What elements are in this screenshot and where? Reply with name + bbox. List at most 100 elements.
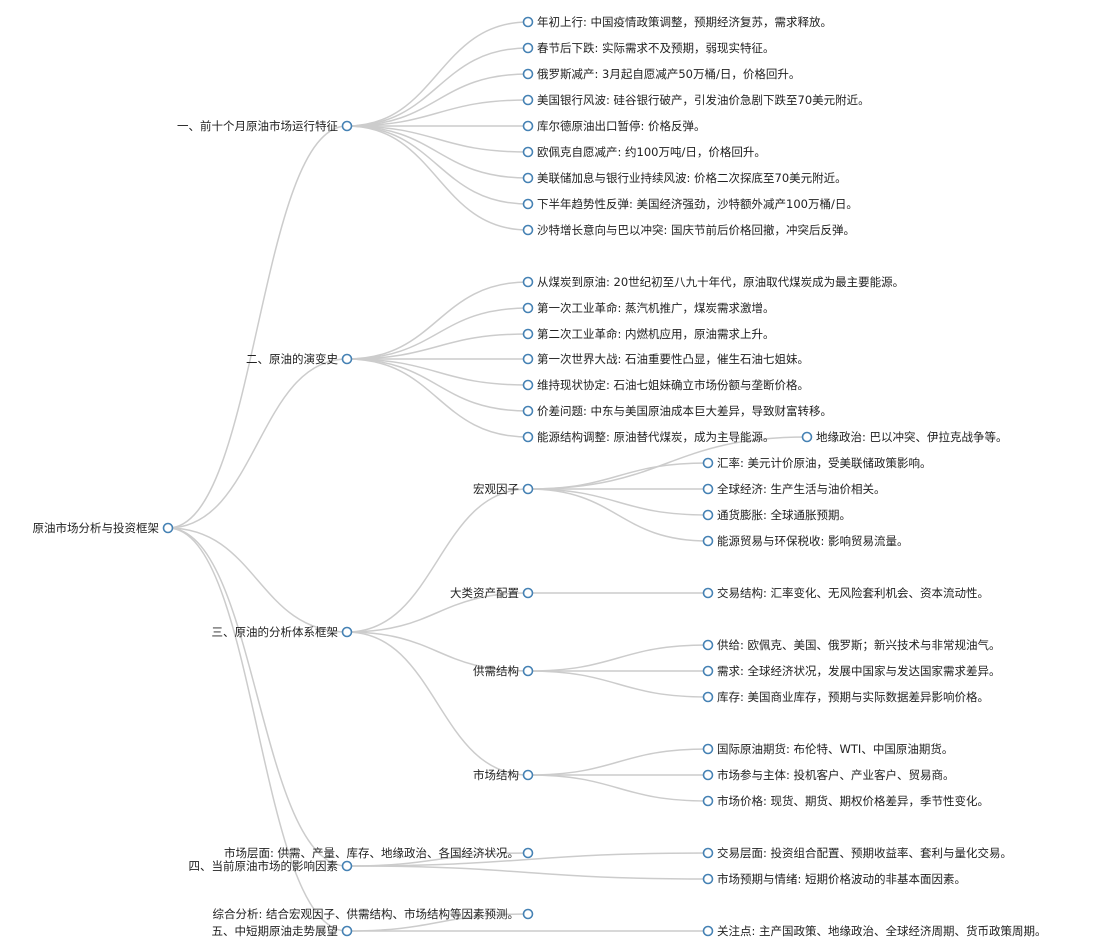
mindmap-links bbox=[167, 21, 808, 932]
leaf-node-2-4-dot[interactable] bbox=[522, 353, 534, 365]
leaf-node-2-3-dot[interactable] bbox=[522, 328, 534, 340]
leaf-node-3-3-1-dot[interactable] bbox=[702, 639, 714, 651]
branch-node-4[interactable]: 四、当前原油市场的影响因素 bbox=[189, 859, 353, 873]
leaf-node-2-5-dot[interactable] bbox=[522, 379, 534, 391]
leaf-node-4-3-dot[interactable] bbox=[702, 873, 714, 885]
leaf-node-2-5[interactable]: 维持现状协定: 石油七姐妹确立市场份额与垄断价格。 bbox=[522, 378, 810, 392]
leaf-node-1-1-label: 年初上行: 中国疫情政策调整，预期经济复苏，需求释放。 bbox=[537, 15, 832, 29]
branch-node-3-dot[interactable] bbox=[341, 626, 353, 638]
sub-node-3-2[interactable]: 大类资产配置 bbox=[450, 586, 534, 600]
link-branch-2-leaf-7 bbox=[346, 358, 529, 438]
leaf-node-5-2-dot[interactable] bbox=[702, 925, 714, 937]
leaf-node-4-1-label: 市场层面: 供需、产量、库存、地缘政治、各国经济状况。 bbox=[224, 846, 519, 860]
leaf-node-3-1-2-dot[interactable] bbox=[702, 457, 714, 469]
leaf-node-2-4[interactable]: 第一次世界大战: 石油重要性凸显，催生石油七姐妹。 bbox=[522, 352, 810, 366]
leaf-node-1-5[interactable]: 库尔德原油出口暂停: 价格反弹。 bbox=[522, 119, 706, 133]
leaf-node-3-1-1[interactable]: 地缘政治: 巴以冲突、伊拉克战争等。 bbox=[801, 430, 1008, 444]
branch-node-5[interactable]: 五、中短期原油走势展望 bbox=[212, 924, 353, 938]
leaf-node-4-3[interactable]: 市场预期与情绪: 短期价格波动的非基本面因素。 bbox=[702, 872, 967, 886]
sub-node-3-1[interactable]: 宏观因子 bbox=[473, 482, 534, 496]
link-branch-2-leaf-6 bbox=[346, 358, 529, 412]
leaf-node-2-3[interactable]: 第二次工业革命: 内燃机应用，原油需求上升。 bbox=[522, 327, 775, 341]
leaf-node-4-2-label: 交易层面: 投资组合配置、预期收益率、套利与量化交易。 bbox=[717, 846, 1012, 860]
sub-node-3-4[interactable]: 市场结构 bbox=[473, 768, 534, 782]
root-node-dot[interactable] bbox=[162, 522, 174, 534]
branch-node-3[interactable]: 三、原油的分析体系框架 bbox=[212, 625, 353, 639]
leaf-node-3-2-1-dot[interactable] bbox=[702, 587, 714, 599]
leaf-node-3-4-2-dot[interactable] bbox=[702, 769, 714, 781]
leaf-node-2-1-dot[interactable] bbox=[522, 276, 534, 288]
branch-node-5-label: 五、中短期原油走势展望 bbox=[212, 924, 339, 938]
leaf-node-2-7[interactable]: 能源结构调整: 原油替代煤炭，成为主导能源。 bbox=[522, 430, 775, 444]
branch-node-4-dot[interactable] bbox=[341, 860, 353, 872]
leaf-node-2-7-dot[interactable] bbox=[522, 431, 534, 443]
leaf-node-1-7[interactable]: 美联储加息与银行业持续风波: 价格二次探底至70美元附近。 bbox=[522, 171, 847, 185]
leaf-node-1-1-dot[interactable] bbox=[522, 16, 534, 28]
leaf-node-3-4-1[interactable]: 国际原油期货: 布伦特、WTI、中国原油期货。 bbox=[702, 742, 954, 756]
leaf-node-3-1-4-label: 通货膨胀: 全球通胀预期。 bbox=[717, 508, 851, 522]
leaf-node-3-3-3-dot[interactable] bbox=[702, 691, 714, 703]
link-root-to-branch-3 bbox=[167, 527, 348, 633]
leaf-node-1-6-dot[interactable] bbox=[522, 146, 534, 158]
leaf-node-1-6[interactable]: 欧佩克自愿减产: 约100万吨/日，价格回升。 bbox=[522, 145, 766, 159]
leaf-node-2-6[interactable]: 价差问题: 中东与美国原油成本巨大差异，导致财富转移。 bbox=[522, 404, 833, 418]
leaf-node-3-1-3-dot[interactable] bbox=[702, 483, 714, 495]
leaf-node-1-3-dot[interactable] bbox=[522, 68, 534, 80]
leaf-node-1-4[interactable]: 美国银行风波: 硅谷银行破产，引发油价急剧下跌至70美元附近。 bbox=[522, 93, 870, 107]
leaf-node-1-9[interactable]: 沙特增长意向与巴以冲突: 国庆节前后价格回撤，冲突后反弹。 bbox=[522, 223, 856, 237]
leaf-node-3-3-2-dot[interactable] bbox=[702, 665, 714, 677]
leaf-node-1-2[interactable]: 春节后下跌: 实际需求不及预期，弱现实特征。 bbox=[522, 41, 775, 55]
sub-node-3-3[interactable]: 供需结构 bbox=[473, 664, 534, 678]
leaf-node-1-4-dot[interactable] bbox=[522, 94, 534, 106]
leaf-node-4-2-dot[interactable] bbox=[702, 847, 714, 859]
branch-node-5-dot[interactable] bbox=[341, 925, 353, 937]
leaf-node-1-2-dot[interactable] bbox=[522, 42, 534, 54]
leaf-node-1-8-dot[interactable] bbox=[522, 198, 534, 210]
leaf-node-1-9-dot[interactable] bbox=[522, 224, 534, 236]
leaf-node-3-3-1[interactable]: 供给: 欧佩克、美国、俄罗斯；新兴技术与非常规油气。 bbox=[702, 638, 1001, 652]
root-node[interactable]: 原油市场分析与投资框架 bbox=[33, 521, 174, 535]
leaf-node-3-1-5[interactable]: 能源贸易与环保税收: 影响贸易流量。 bbox=[702, 534, 909, 548]
leaf-node-1-8[interactable]: 下半年趋势性反弹: 美国经济强劲，沙特额外减产100万桶/日。 bbox=[522, 197, 858, 211]
leaf-node-2-6-dot[interactable] bbox=[522, 405, 534, 417]
sub-node-3-1-dot[interactable] bbox=[522, 483, 534, 495]
link-sub-3-4-leaf-1 bbox=[527, 748, 709, 776]
leaf-node-3-2-1[interactable]: 交易结构: 汇率变化、无风险套利机会、资本流动性。 bbox=[702, 586, 990, 600]
leaf-node-3-4-3[interactable]: 市场价格: 现货、期货、期权价格差异，季节性变化。 bbox=[702, 794, 990, 808]
leaf-node-3-1-4-dot[interactable] bbox=[702, 509, 714, 521]
branch-node-2-dot[interactable] bbox=[341, 353, 353, 365]
leaf-node-5-1-label: 综合分析: 结合宏观因子、供需结构、市场结构等因素预测。 bbox=[212, 907, 519, 921]
leaf-node-5-1[interactable]: 综合分析: 结合宏观因子、供需结构、市场结构等因素预测。 bbox=[212, 907, 534, 921]
link-sub-3-1-leaf-2 bbox=[527, 462, 709, 490]
sub-node-3-4-dot[interactable] bbox=[522, 769, 534, 781]
branch-node-1-dot[interactable] bbox=[341, 120, 353, 132]
leaf-node-1-7-dot[interactable] bbox=[522, 172, 534, 184]
leaf-node-4-1[interactable]: 市场层面: 供需、产量、库存、地缘政治、各国经济状况。 bbox=[224, 846, 534, 860]
leaf-node-3-4-3-dot[interactable] bbox=[702, 795, 714, 807]
leaf-node-3-4-1-dot[interactable] bbox=[702, 743, 714, 755]
leaf-node-3-3-3[interactable]: 库存: 美国商业库存，预期与实际数据差异影响价格。 bbox=[702, 690, 990, 704]
leaf-node-2-2-label: 第一次工业革命: 蒸汽机推广，煤炭需求激增。 bbox=[537, 301, 775, 315]
branch-node-1[interactable]: 一、前十个月原油市场运行特征 bbox=[177, 119, 353, 133]
leaf-node-1-3[interactable]: 俄罗斯减产: 3月起自愿减产50万桶/日，价格回升。 bbox=[522, 67, 801, 81]
leaf-node-2-2-dot[interactable] bbox=[522, 302, 534, 314]
leaf-node-2-2[interactable]: 第一次工业革命: 蒸汽机推广，煤炭需求激增。 bbox=[522, 301, 775, 315]
branch-node-2[interactable]: 二、原油的演变史 bbox=[246, 352, 353, 366]
leaf-node-3-1-1-dot[interactable] bbox=[801, 431, 813, 443]
leaf-node-1-5-dot[interactable] bbox=[522, 120, 534, 132]
leaf-node-3-1-4[interactable]: 通货膨胀: 全球通胀预期。 bbox=[702, 508, 852, 522]
leaf-node-3-1-3[interactable]: 全球经济: 生产生活与油价相关。 bbox=[702, 482, 886, 496]
leaf-node-5-1-dot[interactable] bbox=[522, 908, 534, 920]
leaf-node-4-1-dot[interactable] bbox=[522, 847, 534, 859]
leaf-node-1-1[interactable]: 年初上行: 中国疫情政策调整，预期经济复苏，需求释放。 bbox=[522, 15, 833, 29]
leaf-node-3-3-2[interactable]: 需求: 全球经济状况，发展中国家与发达国家需求差异。 bbox=[702, 664, 1001, 678]
leaf-node-2-1[interactable]: 从煤炭到原油: 20世纪初至八九十年代，原油取代煤炭成为最主要能源。 bbox=[522, 275, 905, 289]
leaf-node-3-1-5-dot[interactable] bbox=[702, 535, 714, 547]
sub-node-3-3-dot[interactable] bbox=[522, 665, 534, 677]
leaf-node-3-1-2[interactable]: 汇率: 美元计价原油，受美联储政策影响。 bbox=[702, 456, 932, 470]
sub-node-3-2-dot[interactable] bbox=[522, 587, 534, 599]
leaf-node-5-2[interactable]: 关注点: 主产国政策、地缘政治、全球经济周期、货币政策周期。 bbox=[702, 924, 1047, 938]
leaf-node-4-2[interactable]: 交易层面: 投资组合配置、预期收益率、套利与量化交易。 bbox=[702, 846, 1013, 860]
leaf-node-3-4-2[interactable]: 市场参与主体: 投机客户、产业客户、贸易商。 bbox=[702, 768, 955, 782]
